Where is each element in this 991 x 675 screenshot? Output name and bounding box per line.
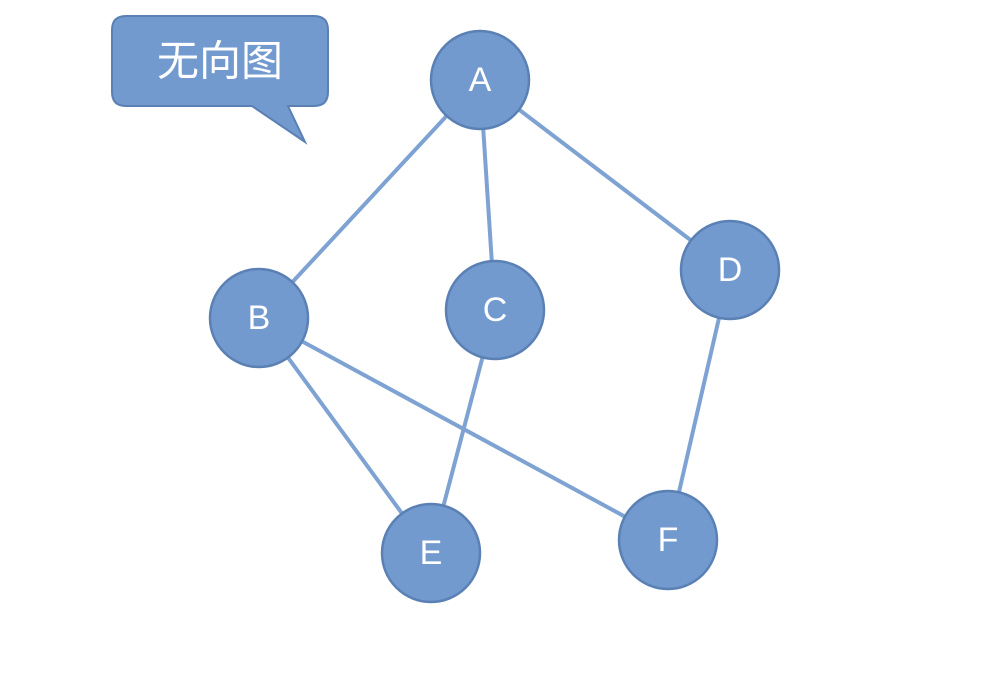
node-a: A xyxy=(429,29,531,131)
callout-shape xyxy=(111,15,329,145)
node-label: B xyxy=(248,299,271,337)
node-label: C xyxy=(483,291,508,329)
node-circle xyxy=(380,502,482,604)
node-f: F xyxy=(617,489,719,591)
edge-b-e xyxy=(284,353,406,518)
node-circle xyxy=(679,219,781,321)
edge-a-c xyxy=(481,124,494,266)
node-label: F xyxy=(658,521,679,559)
edge-a-d xyxy=(515,106,695,244)
node-circle xyxy=(208,267,310,369)
node-label: D xyxy=(718,251,743,289)
node-b: B xyxy=(208,267,310,369)
edges-layer xyxy=(284,106,722,520)
node-c: C xyxy=(444,259,546,361)
callout-text: 无向图 xyxy=(157,37,283,86)
callout-bubble: 无向图 xyxy=(111,15,329,145)
nodes-layer: A B C D E F xyxy=(208,29,781,604)
edge-d-f xyxy=(676,313,722,497)
node-d: D xyxy=(679,219,781,321)
edge-a-b xyxy=(289,112,450,286)
edge-c-e xyxy=(441,353,485,510)
node-circle xyxy=(429,29,531,131)
node-label: A xyxy=(469,61,492,99)
node-e: E xyxy=(380,502,482,604)
node-label: E xyxy=(420,534,443,572)
node-circle xyxy=(617,489,719,591)
node-circle xyxy=(444,259,546,361)
